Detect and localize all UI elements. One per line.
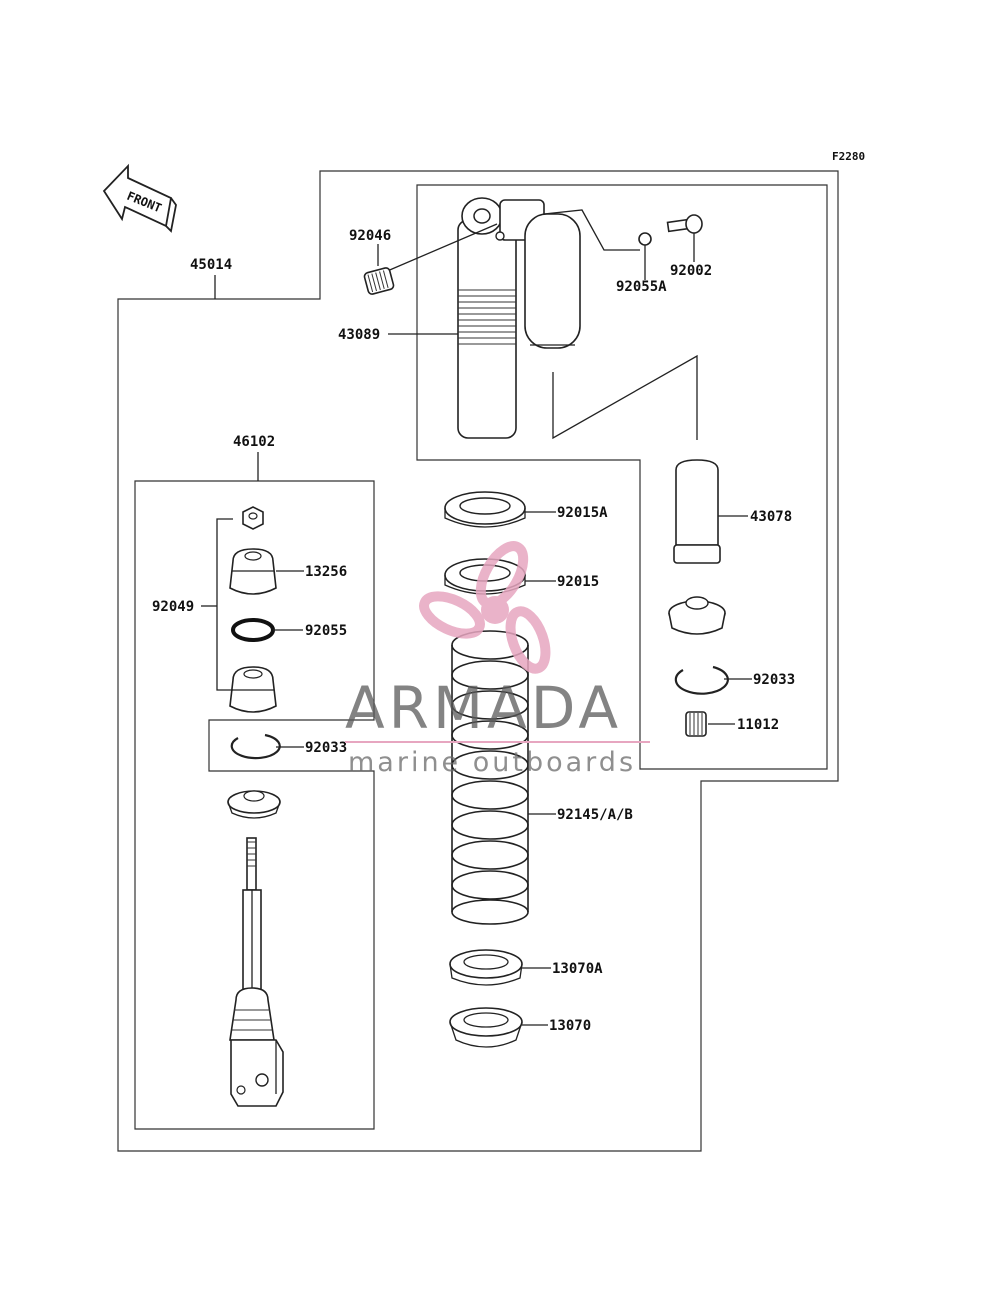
spring-92145 (451, 630, 529, 925)
label-92033-right: 92033 (753, 672, 795, 688)
o-ring-92055-icon (231, 618, 275, 642)
propeller-logo-icon (419, 541, 551, 674)
diagram-code: F2280 (832, 150, 865, 163)
assembly-frame-46102 (134, 480, 375, 1130)
assembly-frame-43089 (416, 184, 828, 770)
rod-cap (227, 790, 281, 819)
needle-bearing-92046 (363, 267, 395, 295)
bushing-lower (229, 666, 277, 713)
lock-nut-92015A (444, 491, 526, 528)
circlip-right-icon (674, 665, 729, 695)
nut-small-icon (242, 506, 264, 530)
label-92055A: 92055A (616, 279, 667, 295)
bump-cap (668, 596, 726, 635)
bushing-13256 (229, 548, 277, 595)
label-11012: 11012 (737, 717, 779, 733)
bump-rubber-43078 (673, 459, 721, 564)
circlip-left-icon (230, 733, 281, 760)
o-ring-92055A-icon (638, 232, 652, 246)
label-92015: 92015 (557, 574, 599, 590)
label-43078: 43078 (750, 509, 792, 525)
front-arrow-icon: FRONT (102, 163, 177, 233)
label-92002: 92002 (670, 263, 712, 279)
label-46102: 46102 (233, 434, 275, 450)
label-92033-left: 92033 (305, 740, 347, 756)
bushing-11012 (685, 711, 707, 737)
label-92055: 92055 (305, 623, 347, 639)
watermark: ARMADA marine outboards (345, 541, 650, 778)
assembly-frame-45014 (117, 170, 839, 1152)
piston-rod-assembly (229, 837, 284, 1107)
label-92015A: 92015A (557, 505, 608, 521)
label-92049: 92049 (152, 599, 194, 615)
label-92145: 92145/A/B (557, 807, 633, 823)
bolt-92002-icon (666, 214, 703, 234)
label-13070: 13070 (549, 1018, 591, 1034)
watermark-subtitle: marine outboards (348, 747, 636, 778)
shock-body (457, 197, 698, 440)
label-43089: 43089 (338, 327, 380, 343)
spring-seat-13070 (449, 1007, 523, 1048)
label-13070A: 13070A (552, 961, 603, 977)
spring-seat-13070A (449, 949, 523, 986)
label-13256: 13256 (305, 564, 347, 580)
watermark-title: ARMADA (345, 674, 622, 742)
label-45014: 45014 (190, 257, 232, 273)
label-92046: 92046 (349, 228, 391, 244)
